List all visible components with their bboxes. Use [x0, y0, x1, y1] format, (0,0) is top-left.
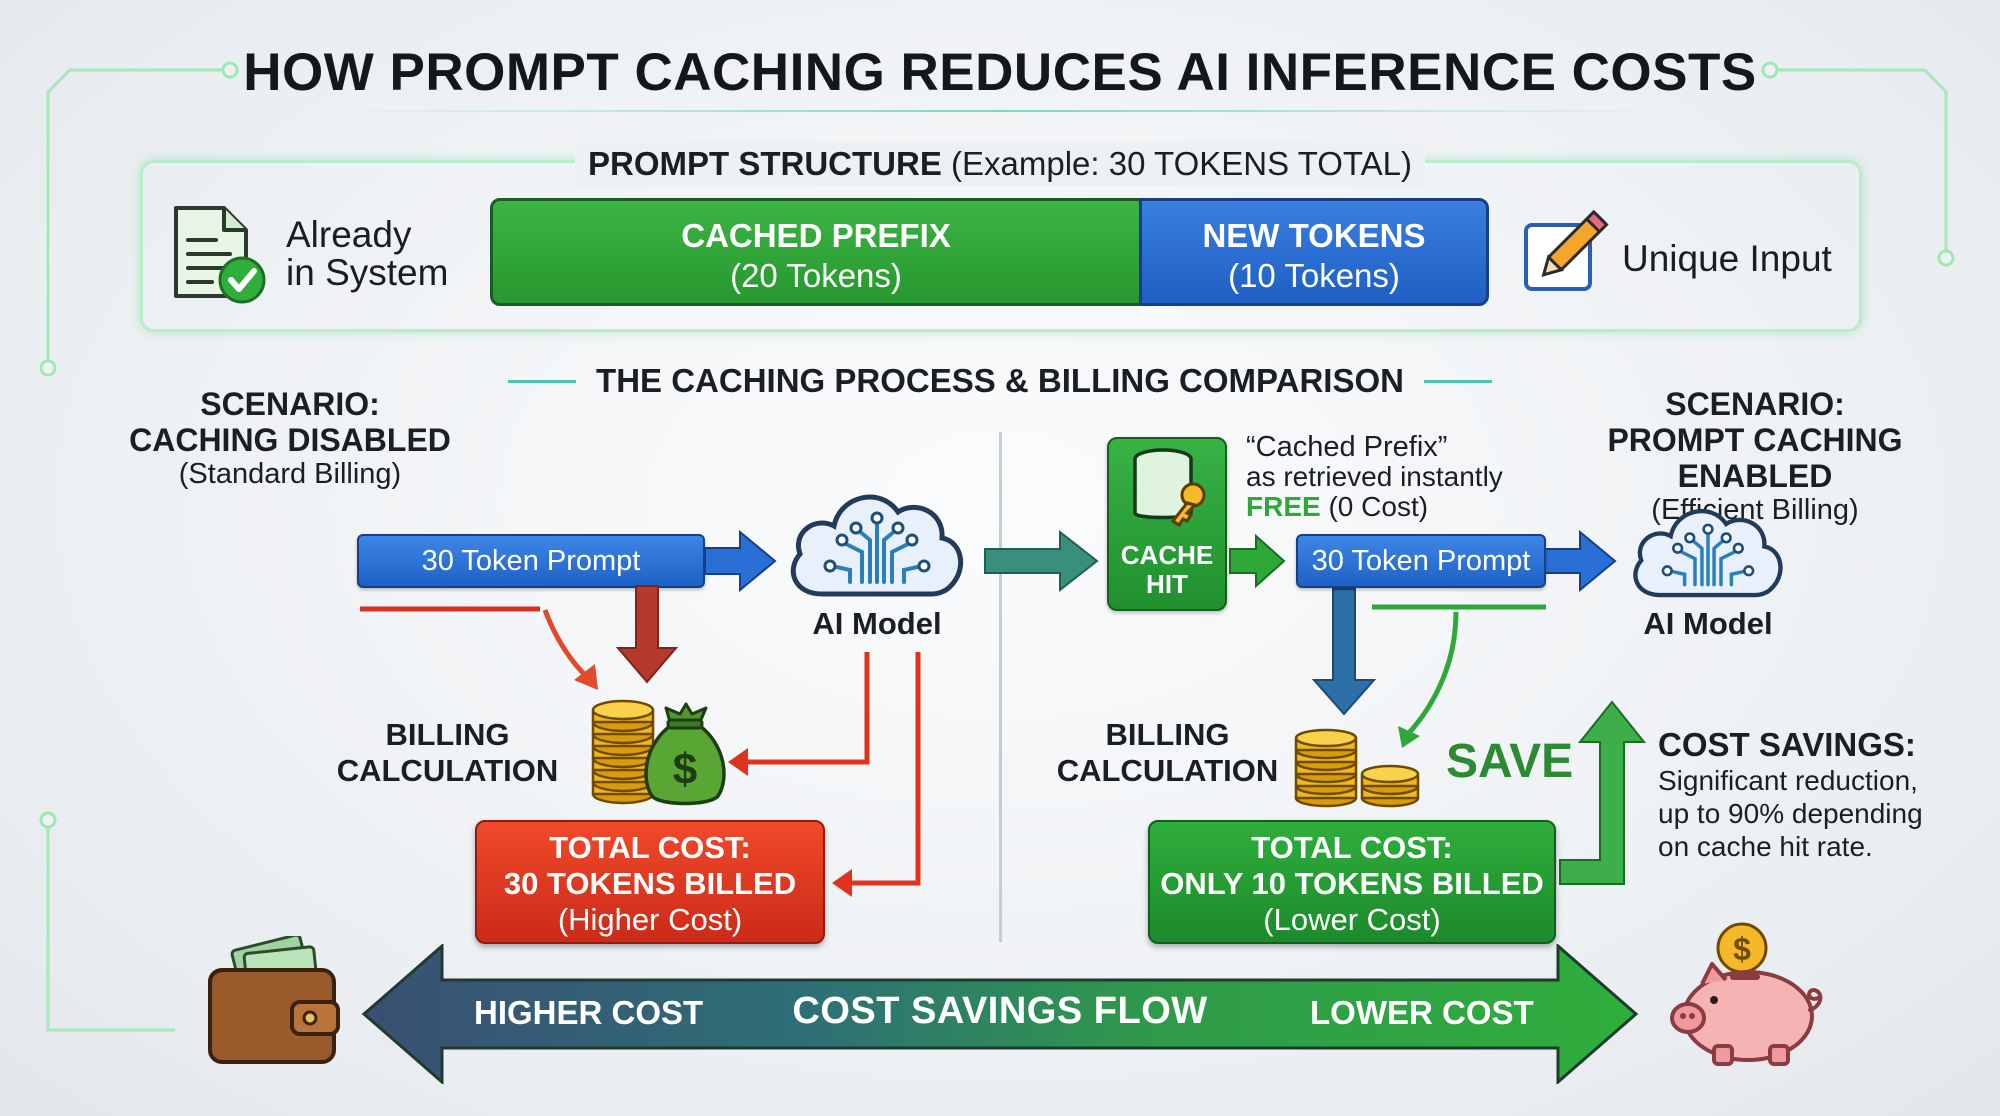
free-label: FREE [1246, 491, 1321, 522]
database-key-icon [1133, 448, 1206, 528]
unique-input-label: Unique Input [1622, 238, 1832, 279]
left-total-cost-title: TOTAL COST: [549, 830, 751, 865]
cached-prefix-title: CACHED PREFIX [681, 217, 951, 254]
left-total-cost-value: 30 TOKENS BILLED [503, 866, 797, 901]
left-ai-model-label: AI Model [812, 606, 942, 641]
flow-center-label: COST SAVINGS FLOW [792, 990, 1208, 1032]
coin-stack-icon-right [1294, 728, 1420, 808]
center-divider [999, 432, 1002, 942]
cache-hit-box: CACHE HIT [1107, 437, 1227, 611]
right-total-cost-box: TOTAL COST: ONLY 10 TOKENS BILLED (Lower… [1148, 820, 1556, 944]
title-underline [330, 110, 1670, 112]
section-rule-left [508, 380, 576, 383]
already-in-system-label: Already in System [286, 214, 449, 293]
left-scenario-header: SCENARIO: CACHING DISABLED (Standard Bil… [129, 386, 451, 490]
right-prompt-pill: 30 Token Prompt [1296, 534, 1546, 588]
cached-prefix-bar: CACHED PREFIX (20 Tokens) [490, 198, 1142, 306]
piggy-bank-icon: $ [1670, 922, 1823, 1066]
right-ai-model-label: AI Model [1643, 606, 1773, 641]
prompt-structure-heading: PROMPT STRUCTURE [588, 145, 942, 182]
zero-cost-label: (0 Cost) [1328, 491, 1429, 522]
wallet-icon [208, 936, 340, 1064]
section-heading: THE CACHING PROCESS & BILLING COMPARISON [596, 362, 1404, 399]
prompt-structure-title: PROMPT STRUCTURE (Example: 30 TOKENS TOT… [575, 142, 1425, 186]
cache-hit-label: CACHE HIT [1120, 540, 1214, 599]
cost-savings-flow-arrow [361, 944, 1639, 1084]
coin-stack-icon [591, 699, 655, 805]
cached-prefix-count: (20 Tokens) [730, 257, 902, 294]
cache-note: “Cached Prefix” as retrieved instantly F… [1246, 431, 1503, 522]
left-total-cost-note: (Higher Cost) [557, 902, 743, 937]
new-tokens-bar: NEW TOKENS (10 Tokens) [1139, 198, 1489, 306]
page-title: HOW PROMPT CACHING REDUCES AI INFERENCE … [243, 43, 1757, 102]
left-billing-label: BILLING CALCULATION [336, 717, 559, 788]
pencil-edit-icon [1524, 209, 1609, 291]
right-billing-label: BILLING CALCULATION [1056, 717, 1279, 788]
money-bag-icon: $ [644, 702, 726, 806]
cost-savings-note: COST SAVINGS: Significant reduction, up … [1658, 726, 1923, 862]
flow-higher-cost: HIGHER COST [474, 994, 704, 1031]
ai-cloud-circuit-icon [790, 494, 963, 597]
left-total-cost-box: TOTAL COST: 30 TOKENS BILLED (Higher Cos… [475, 820, 825, 944]
flow-lower-cost: LOWER COST [1310, 994, 1534, 1031]
prompt-structure-subheading: (Example: 30 TOKENS TOTAL) [951, 145, 1412, 182]
left-prompt-pill: 30 Token Prompt [357, 534, 705, 588]
svg-text:$: $ [673, 745, 697, 794]
section-rule-right [1424, 380, 1492, 383]
svg-text:$: $ [1733, 931, 1751, 967]
new-tokens-count: (10 Tokens) [1228, 257, 1400, 294]
save-label: SAVE [1446, 735, 1574, 788]
ai-cloud-circuit-icon-right [1633, 508, 1783, 598]
right-total-cost-note: (Lower Cost) [1263, 902, 1441, 937]
right-total-cost-value: ONLY 10 TOKENS BILLED [1160, 866, 1544, 901]
right-total-cost-title: TOTAL COST: [1251, 830, 1453, 865]
left-arrows [360, 529, 921, 897]
document-check-icon [174, 206, 266, 304]
new-tokens-title: NEW TOKENS [1202, 217, 1426, 254]
